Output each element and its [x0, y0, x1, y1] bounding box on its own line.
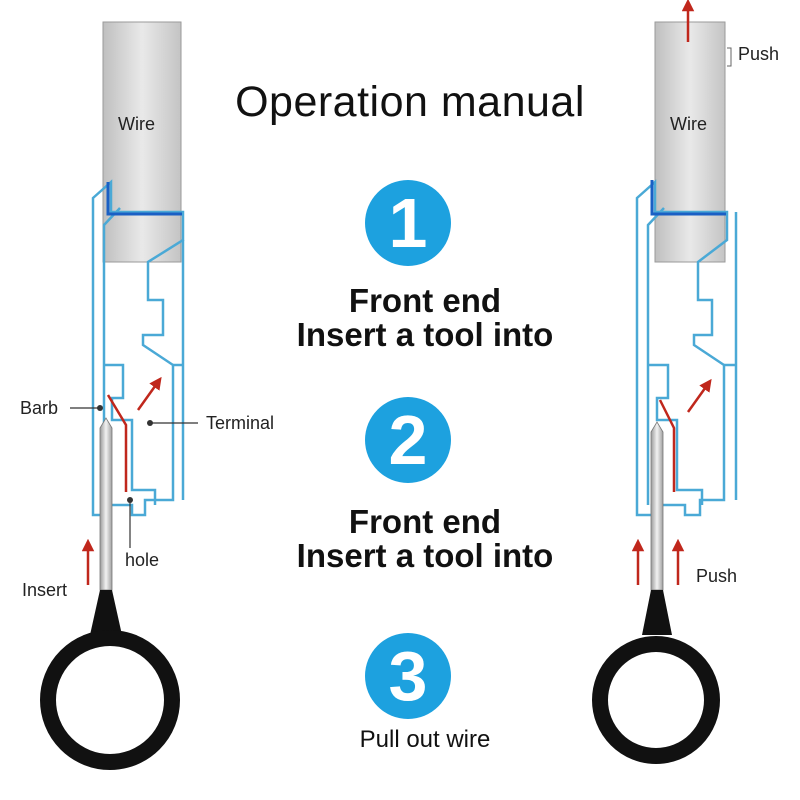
step-2-badge: 2	[365, 397, 451, 483]
step-1-line-2: Insert a tool into	[296, 316, 554, 353]
insert-label: Insert	[22, 580, 68, 600]
terminal-label: Terminal	[206, 413, 275, 433]
push-top-label: Push	[738, 44, 780, 64]
push-bottom-label: Push	[696, 566, 738, 586]
right-connector-housing	[635, 179, 738, 517]
right-removal-tool	[592, 421, 720, 764]
step-3-badge: 3	[365, 633, 451, 719]
step-1-line-1: Front end	[348, 282, 502, 319]
step-1-badge: 1	[365, 180, 451, 266]
right-wire	[654, 21, 726, 263]
step-3-text: Pull out wire	[359, 726, 491, 753]
left-arrow-terminal	[136, 376, 162, 411]
left-wire-label: Wire	[118, 114, 155, 134]
left-removal-tool	[40, 417, 180, 770]
left-terminal-red	[106, 394, 128, 492]
page-title: Operation manual	[235, 78, 585, 126]
hole-label: hole	[125, 550, 160, 570]
barb-label: Barb	[20, 398, 59, 418]
right-arrow-terminal	[686, 378, 712, 413]
step-1-text: Front end Insert a tool into	[230, 284, 620, 352]
right-terminal-red	[658, 399, 676, 492]
step-2-line-1: Front end	[348, 503, 502, 540]
step-2-text: Front end Insert a tool into	[230, 505, 620, 573]
right-wire-label: Wire	[670, 114, 707, 134]
step-2-line-2: Insert a tool into	[296, 537, 554, 574]
left-wire	[102, 21, 182, 263]
